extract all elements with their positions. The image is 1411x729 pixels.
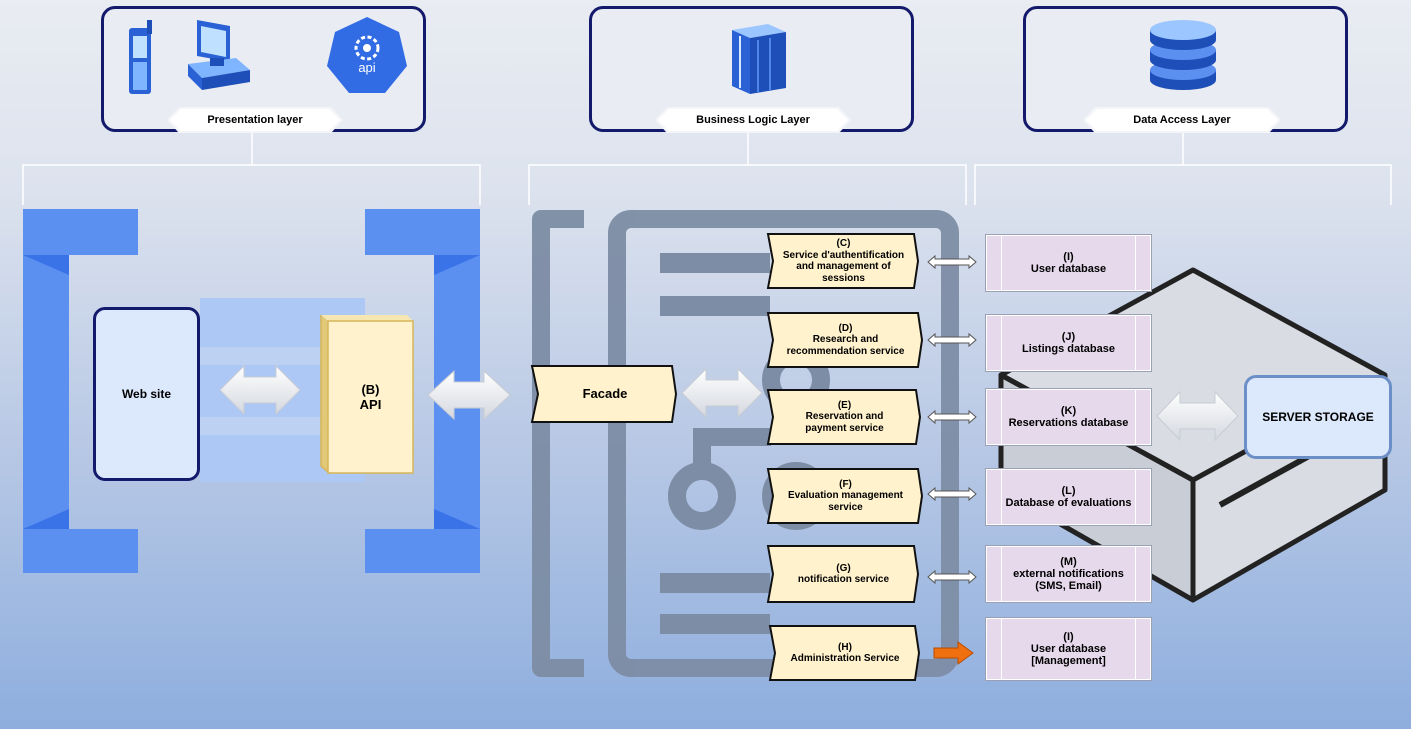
presentation-frame (23, 209, 480, 573)
database-line: external notifications (1013, 568, 1124, 580)
database-id: (L) (1061, 485, 1076, 497)
service-line: and management of (796, 261, 891, 272)
database-5: (I)User database[Management] (985, 617, 1152, 681)
database-line: User database (1030, 643, 1107, 655)
database-line: [Management] (1031, 655, 1106, 667)
database-line: User database (1030, 263, 1107, 275)
service-line: Administration Service (790, 653, 900, 664)
connector-arrows (927, 254, 977, 585)
service-line: Service d'authentification (782, 249, 905, 261)
service-4: (G)notification service (773, 546, 914, 602)
website-label: Web site (121, 387, 172, 401)
business-layer-title: Business Logic Layer (655, 107, 851, 133)
server-storage-label: SERVER STORAGE (1262, 410, 1374, 424)
database-2: (K)Reservations database (985, 388, 1152, 446)
layer-brackets (22, 133, 1392, 205)
admin-arrow (933, 641, 974, 665)
database-3: (L)Database of evaluations (985, 468, 1152, 526)
database-line: (SMS, Email) (1035, 580, 1102, 592)
block-arrows (219, 364, 1239, 442)
service-line: Research and (812, 334, 879, 346)
database-line: Database of evaluations (1005, 497, 1132, 509)
service-id: (C) (836, 238, 851, 249)
service-line: Evaluation management (787, 490, 904, 502)
database-1: (J)Listings database (985, 314, 1152, 372)
facade-label: Facade (582, 386, 628, 401)
service-line: Reservation and (805, 411, 884, 423)
api-box-label: (B) API (328, 321, 413, 473)
data-layer-title: Data Access Layer (1083, 107, 1281, 133)
service-id: (F) (839, 478, 852, 490)
database-0: (I)User database (985, 234, 1152, 292)
service-5: (H)Administration Service (775, 626, 915, 680)
service-line: notification service (797, 574, 890, 585)
service-shapes (766, 233, 924, 681)
website-box: Web site (93, 307, 200, 481)
service-line: service (828, 501, 863, 513)
database-line: Listings database (1022, 343, 1115, 355)
database-id: (J) (1061, 331, 1076, 343)
api-box (320, 315, 414, 474)
database-line: Reservations database (1008, 417, 1129, 429)
api-badge-text: api (358, 60, 376, 75)
service-line: payment service (805, 422, 884, 434)
service-id: (G) (836, 562, 851, 574)
database-id: (M) (1060, 556, 1077, 568)
service-line: recommendation service (786, 345, 905, 357)
presentation-layer-title: Presentation layer (167, 107, 343, 133)
api-id: (B) (361, 382, 380, 397)
server-storage-box: SERVER STORAGE (1244, 375, 1392, 459)
database-id: (I) (1063, 251, 1074, 263)
service-line: sessions (822, 272, 865, 284)
database-4: (M)external notifications(SMS, Email) (985, 545, 1152, 603)
database-id: (I) (1063, 631, 1074, 643)
service-id: (D) (838, 322, 853, 334)
service-id: (H) (838, 641, 852, 653)
database-id: (K) (1060, 405, 1077, 417)
code-document-lines (660, 253, 770, 634)
facade-shape (530, 365, 678, 423)
service-id: (E) (837, 399, 852, 411)
layer-icons (129, 17, 1216, 94)
api-label: API (359, 397, 382, 412)
